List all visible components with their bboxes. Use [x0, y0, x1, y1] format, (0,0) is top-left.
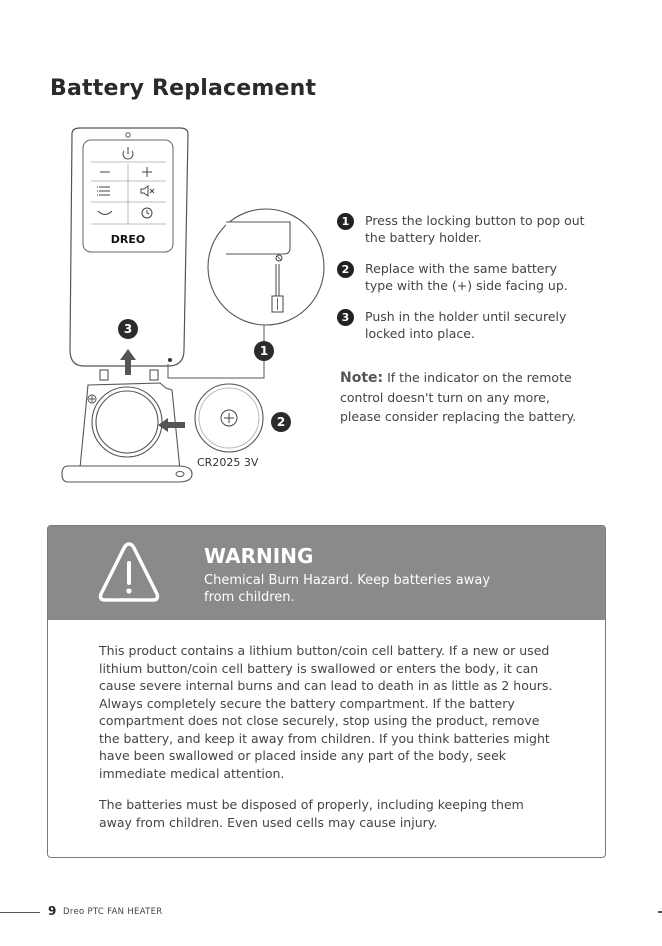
note-text: If the indicator on the remote control d…	[340, 370, 577, 424]
page-footer: 9 Dreo PTC FAN HEATER	[0, 900, 662, 920]
plus-icon	[142, 167, 152, 177]
footer-edge-mark	[658, 911, 662, 913]
warning-title: WARNING	[204, 544, 314, 568]
step-item: 1 Press the locking button to pop out th…	[337, 212, 587, 246]
marker-1-label: 1	[260, 344, 268, 358]
page-title: Battery Replacement	[50, 76, 317, 101]
battery-type-label: CR2025 3V	[197, 456, 259, 469]
steps-list: 1 Press the locking button to pop out th…	[337, 212, 587, 356]
step-item: 2 Replace with the same battery type wit…	[337, 260, 587, 294]
marker-2	[271, 412, 291, 432]
remote-illustration: DREO 3 CR2025 3V 2	[61, 127, 325, 483]
timer-icon	[141, 207, 153, 219]
mute-icon	[140, 185, 155, 197]
step-item: 3 Push in the holder until securely lock…	[337, 308, 587, 342]
note: Note: If the indicator on the remote con…	[340, 368, 588, 426]
step-number: 2	[337, 261, 354, 278]
marker-3	[118, 319, 138, 339]
plus-symbol	[87, 394, 97, 404]
indicator-light	[125, 132, 131, 138]
warning-paragraph: The batteries must be disposed of proper…	[99, 797, 524, 830]
marker-3-label: 3	[124, 322, 132, 336]
coin-cell	[194, 383, 264, 453]
warning-triangle-icon	[98, 542, 160, 602]
menu-icon	[97, 186, 110, 196]
power-icon	[122, 147, 134, 160]
step-text: Push in the holder until securely locked…	[365, 309, 567, 341]
arrow-up-icon	[120, 349, 136, 375]
marker-2-label: 2	[277, 415, 285, 429]
marker-1	[254, 341, 274, 361]
warning-subtitle: Chemical Burn Hazard. Keep batteries awa…	[204, 573, 491, 605]
footer-rule	[0, 912, 40, 913]
step-text: Press the locking button to pop out the …	[365, 213, 585, 245]
product-name: Dreo PTC FAN HEATER	[63, 907, 163, 917]
oscillate-icon	[97, 210, 113, 216]
arrow-left-icon	[158, 418, 185, 432]
warning-paragraph: This product contains a lithium button/c…	[99, 643, 553, 781]
warning-header: WARNING Chemical Burn Hazard. Keep batte…	[48, 526, 605, 620]
step-number: 1	[337, 213, 354, 230]
warning-box: WARNING Chemical Burn Hazard. Keep batte…	[47, 525, 606, 858]
zoom-detail	[207, 208, 325, 326]
step-text: Replace with the same battery type with …	[365, 261, 568, 293]
holder-base	[61, 465, 193, 483]
release-button	[168, 358, 172, 362]
brand-logo: DREO	[111, 233, 145, 246]
page-number: 9	[48, 904, 57, 918]
warning-body: This product contains a lithium button/c…	[48, 620, 605, 831]
note-label: Note:	[340, 370, 384, 386]
step-number: 3	[337, 309, 354, 326]
